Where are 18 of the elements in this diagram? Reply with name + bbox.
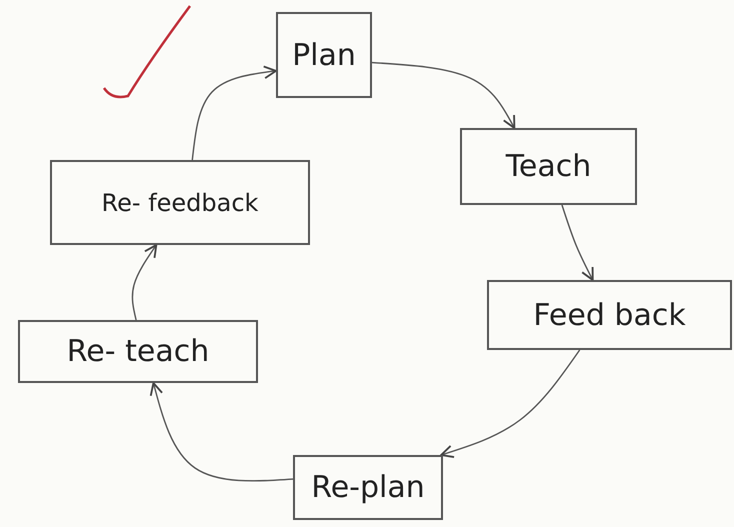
step-label: Plan (292, 38, 356, 72)
step-box (276, 12, 372, 98)
step-label: Feed back (533, 298, 686, 332)
step-box (460, 128, 637, 205)
step-box (293, 455, 443, 520)
step-box (18, 320, 258, 383)
step-label: Re- feedback (102, 188, 258, 216)
arrow (192, 66, 277, 160)
arrow (150, 382, 294, 482)
step-box (50, 160, 310, 245)
step-label: Re-plan (311, 470, 425, 505)
arrow (132, 244, 158, 320)
arrow (440, 350, 580, 458)
arrow (561, 204, 594, 281)
step-label: Re- teach (66, 334, 210, 369)
step-box (487, 280, 732, 350)
arrow (372, 62, 516, 129)
step-label: Teach (506, 149, 592, 184)
